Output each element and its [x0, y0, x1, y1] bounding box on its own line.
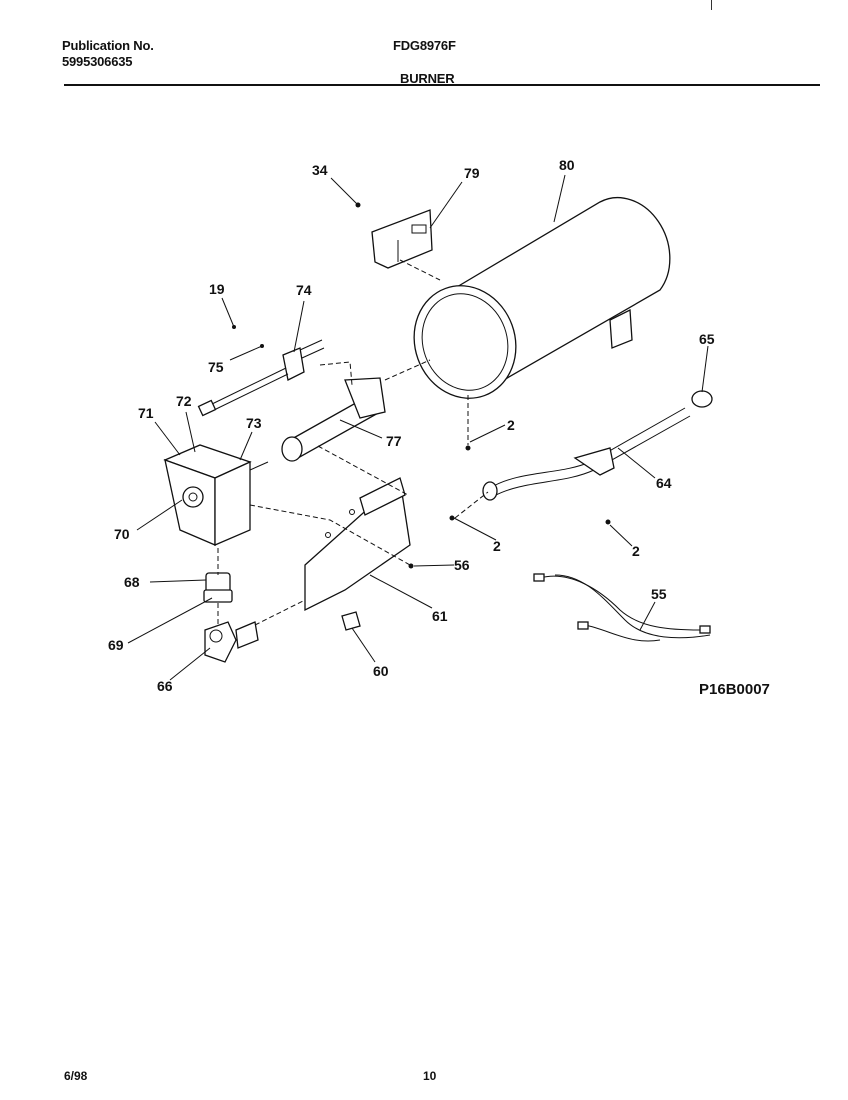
- callout-60: 60: [373, 663, 389, 679]
- screw-2-pipe: [605, 519, 611, 525]
- callout-2-a: 2: [507, 417, 515, 433]
- alignment-lines: [217, 259, 489, 626]
- callout-66: 66: [157, 678, 173, 694]
- footer-date: 6/98: [64, 1069, 88, 1083]
- callout-74: 74: [296, 282, 312, 298]
- callout-80: 80: [559, 157, 575, 173]
- screw-2-drum: [465, 445, 471, 451]
- callout-77: 77: [386, 433, 402, 449]
- burner-tube: [281, 377, 386, 462]
- pipe-cap: [691, 390, 713, 408]
- burner-drum: [413, 197, 671, 399]
- header-rule: [64, 84, 820, 86]
- callout-labels: 34 79 80 19 74 75 71 72 73 77 65 2 64 70…: [108, 157, 715, 694]
- callout-79: 79: [464, 165, 480, 181]
- model-number: FDG8976F: [393, 38, 456, 53]
- callout-69: 69: [108, 637, 124, 653]
- orifice: [203, 572, 233, 603]
- callout-2-b: 2: [493, 538, 501, 554]
- section-title: BURNER: [400, 71, 455, 86]
- callout-56: 56: [454, 557, 470, 573]
- callout-75: 75: [208, 359, 224, 375]
- clip-60: [341, 611, 361, 631]
- callout-61: 61: [432, 608, 448, 624]
- footer-page-number: 10: [423, 1069, 437, 1083]
- callout-64: 64: [656, 475, 672, 491]
- elbow-fitting: [204, 621, 259, 663]
- diagram-code: P16B0007: [699, 681, 770, 698]
- gas-valve: [163, 444, 269, 546]
- callout-55: 55: [651, 586, 667, 602]
- callout-70: 70: [114, 526, 130, 542]
- callout-34: 34: [312, 162, 328, 178]
- callout-72: 72: [176, 393, 192, 409]
- igniter: [197, 339, 325, 417]
- wire-harness: [533, 573, 711, 642]
- publication-number: 5995306635: [62, 54, 133, 69]
- mounting-plate: [304, 477, 411, 612]
- callout-65: 65: [699, 331, 715, 347]
- corner-tick: [711, 0, 712, 10]
- gas-pipe: [482, 407, 691, 501]
- leader-lines: [127, 174, 709, 681]
- drum-bracket: [371, 209, 433, 269]
- callout-68: 68: [124, 574, 140, 590]
- callout-73: 73: [246, 415, 262, 431]
- publication-label: Publication No.: [62, 38, 154, 53]
- screw-2-mid: [449, 515, 455, 521]
- callout-2-c: 2: [632, 543, 640, 559]
- callout-71: 71: [138, 405, 154, 421]
- callout-19: 19: [209, 281, 225, 297]
